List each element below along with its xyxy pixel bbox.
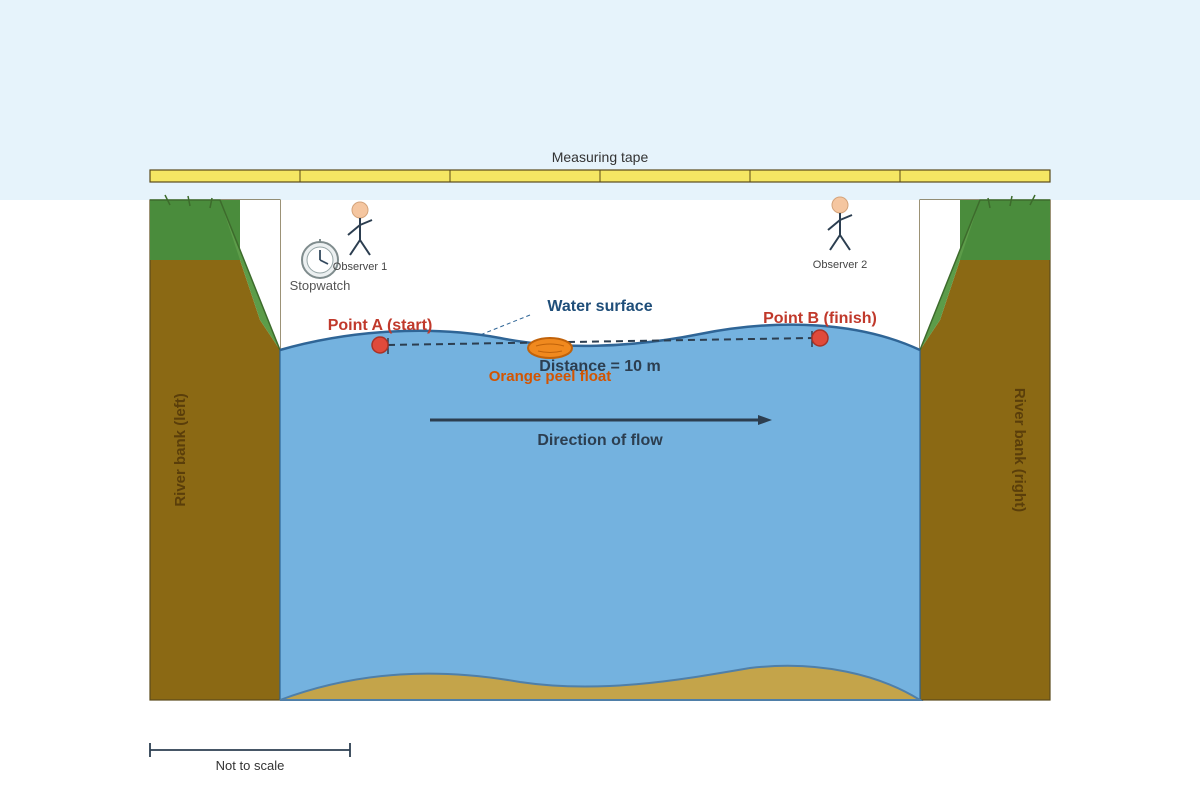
flow-arrow-head bbox=[758, 415, 772, 425]
flow-direction-label: Direction of flow bbox=[537, 432, 663, 449]
left-bank bbox=[149, 194, 281, 701]
scale-note-label: Not to scale bbox=[216, 758, 285, 773]
scale-bar bbox=[149, 743, 351, 757]
right-bank bbox=[919, 194, 1051, 701]
measuring-tape-label: Measuring tape bbox=[552, 149, 649, 165]
right-bank-label: River bank (right) bbox=[1011, 388, 1028, 512]
observer-1-figure bbox=[347, 201, 373, 256]
riverbed bbox=[279, 664, 924, 701]
observer-2-figure bbox=[827, 196, 853, 251]
distance-line bbox=[387, 337, 813, 346]
orange-peel-float-label: Orange peel float bbox=[489, 368, 612, 385]
water-surface-line bbox=[279, 323, 921, 352]
measuring-tape bbox=[149, 169, 1051, 183]
stopwatch-label: Stopwatch bbox=[290, 278, 351, 293]
point-a-label: Point A (start) bbox=[328, 317, 433, 334]
distance-label: Distance = 10 m bbox=[539, 358, 660, 375]
orange-peel-float-icon bbox=[527, 337, 573, 359]
point-b-label: Point B (finish) bbox=[763, 310, 877, 327]
left-bank-label: River bank (left) bbox=[172, 393, 189, 506]
observer-2-label: Observer 2 bbox=[813, 259, 867, 271]
observer-1-label: Observer 1 bbox=[333, 261, 387, 273]
point-a-marker bbox=[371, 336, 389, 354]
point-b-marker bbox=[811, 329, 829, 347]
water-surface-label: Water surface bbox=[547, 298, 652, 315]
water-surface-leader bbox=[479, 314, 531, 336]
sky-background bbox=[0, 0, 1200, 200]
stopwatch-icon bbox=[301, 239, 339, 279]
